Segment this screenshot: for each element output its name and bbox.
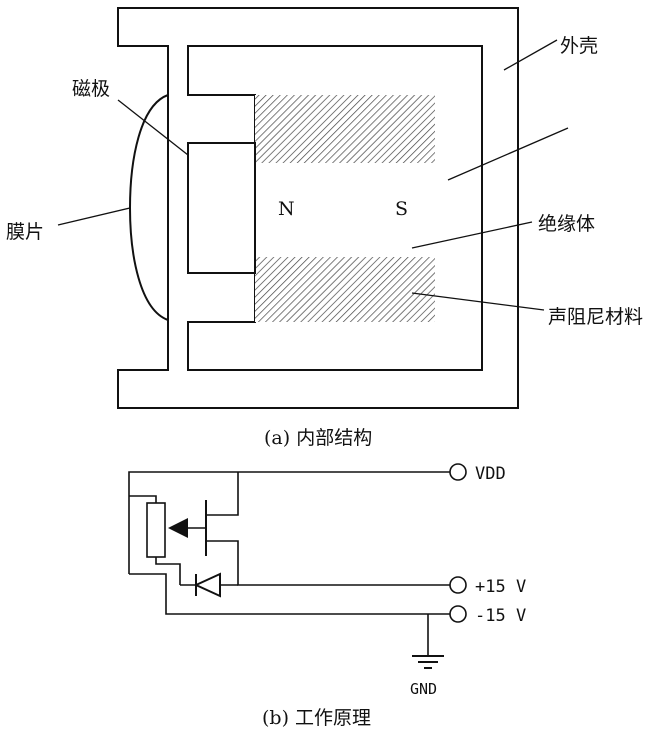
circuit-diagram [128,471,450,669]
wire-source [206,540,450,586]
housing-inner [187,45,483,371]
leader-pole [117,99,189,156]
label-membrane: 膜片 [6,221,44,243]
gate-arrow [168,518,188,538]
label-gnd: GND [410,680,437,698]
label-shell: 外壳 [560,35,598,57]
leader-damping [411,292,545,311]
wire-vdd [128,471,450,574]
leader-lines [57,39,569,311]
structure-diagram [117,7,519,409]
leader-insulator [411,221,533,249]
label-pos15: +15 V [475,577,526,597]
leader-shell [503,39,558,71]
magnet-body [255,163,435,257]
leader-membrane [57,207,131,226]
label-neg15: -15 V [475,606,526,626]
label-insulator: 绝缘体 [538,213,595,235]
terminal-pos15 [449,576,467,594]
terminal-neg15 [449,605,467,623]
damping-material-top [255,95,435,163]
wire-drain [206,472,239,516]
leader-insulator-top [447,127,569,181]
label-south-pole: S [395,198,408,220]
caption-structure: (a) 内部结构 [264,427,372,449]
label-damping: 声阻尼材料 [548,306,643,328]
terminal-vdd [449,463,467,481]
wire-element-bottom [155,557,181,585]
label-vdd: VDD [475,464,506,484]
membrane [128,94,169,321]
label-pole: 磁极 [72,78,110,100]
pole-piece [187,142,256,274]
housing-outer [117,7,519,409]
damping-material-bottom [255,257,435,322]
wire-neg [129,573,450,615]
label-north-pole: N [278,198,295,220]
diode-triangle [193,572,221,598]
electret-element [146,502,166,558]
caption-circuit: (b) 工作原理 [262,707,371,729]
wire-element-top [129,495,157,503]
